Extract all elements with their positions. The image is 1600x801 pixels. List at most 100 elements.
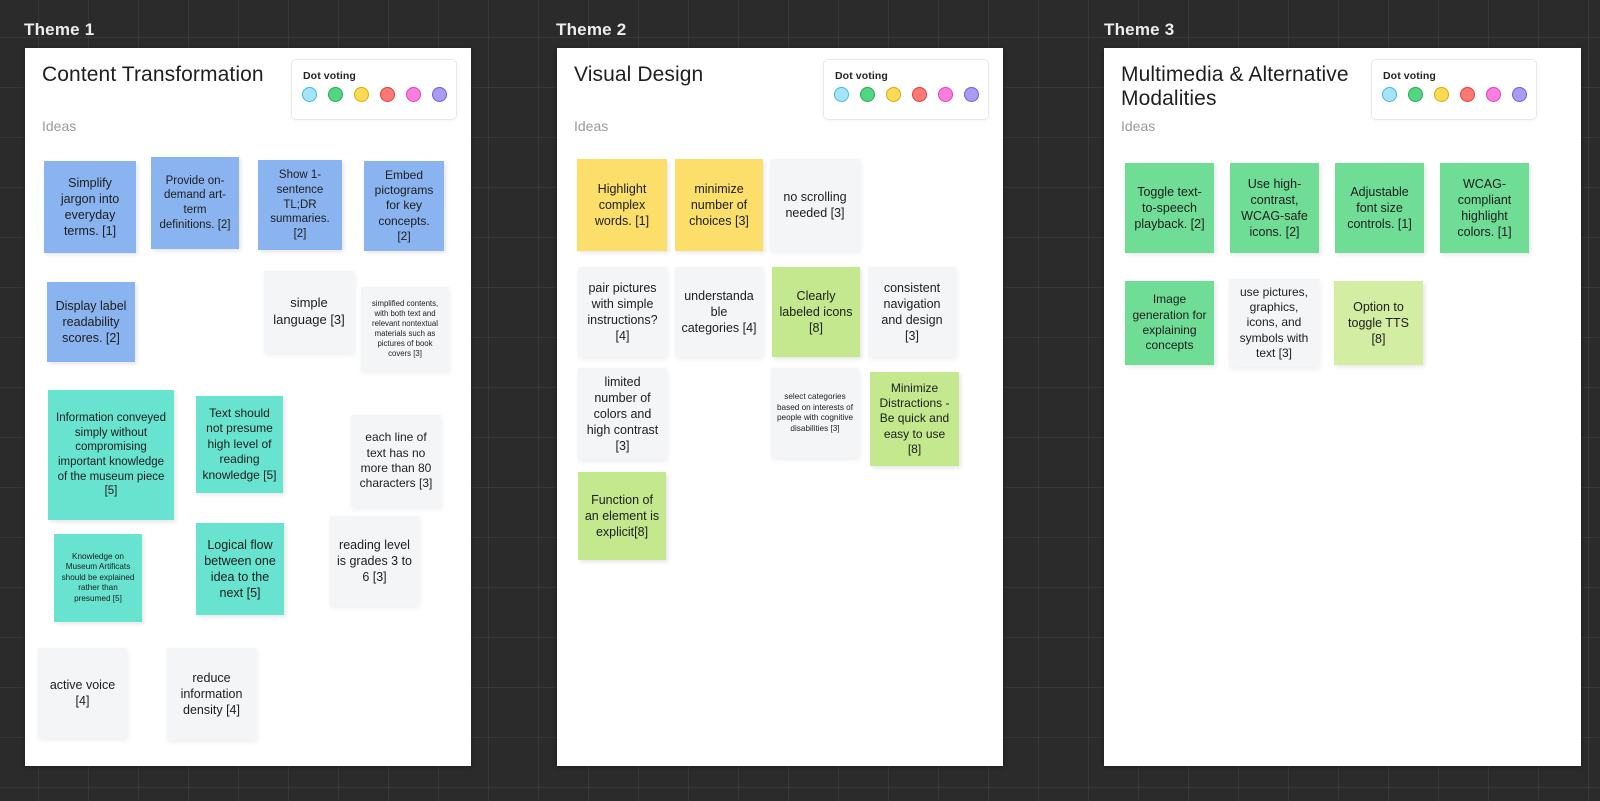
sticky-note[interactable]: minimize number of choices [3] bbox=[675, 159, 763, 251]
sticky-note[interactable]: no scrolling needed [3] bbox=[770, 159, 860, 251]
dot-blue[interactable] bbox=[302, 87, 317, 102]
sticky-note-text: Text should not presume high level of re… bbox=[202, 406, 277, 482]
dot-yellow[interactable] bbox=[886, 87, 901, 102]
sticky-note[interactable]: Use high-contrast, WCAG-safe icons. [2] bbox=[1230, 163, 1319, 253]
sticky-note-text: each line of text has no more than 80 ch… bbox=[359, 430, 433, 491]
panel-title-1: Content Transformation bbox=[42, 63, 264, 86]
dot-pink[interactable] bbox=[406, 87, 421, 102]
sticky-note[interactable]: Embed pictograms for key concepts. [2] bbox=[364, 161, 444, 251]
sticky-note-text: consistent navigation and design [3] bbox=[881, 281, 943, 343]
sticky-note-text: reduce information density [4] bbox=[180, 671, 243, 717]
dot-yellow[interactable] bbox=[354, 87, 369, 102]
dot-voting-swatches bbox=[834, 87, 979, 102]
frame-title-1[interactable]: Theme 1 bbox=[24, 20, 95, 39]
sticky-note[interactable]: Highlight complex words. [1] bbox=[577, 159, 667, 251]
sticky-note-text: pair pictures with simple instructions? … bbox=[587, 281, 658, 343]
dot-voting-widget-3[interactable]: Dot voting bbox=[1371, 59, 1537, 120]
sticky-note-text: Image generation for explaining concepts bbox=[1132, 292, 1207, 353]
sticky-note[interactable]: use pictures, graphics, icons, and symbo… bbox=[1229, 279, 1319, 367]
sticky-note[interactable]: reading level is grades 3 to 6 [3] bbox=[330, 516, 419, 606]
sticky-note[interactable]: Image generation for explaining concepts bbox=[1125, 281, 1214, 365]
dot-red[interactable] bbox=[912, 87, 927, 102]
sticky-note-text: minimize number of choices [3] bbox=[689, 182, 749, 228]
sticky-note[interactable]: reduce information density [4] bbox=[167, 648, 256, 740]
sticky-note-text: use pictures, graphics, icons, and symbo… bbox=[1239, 284, 1309, 361]
dot-blue[interactable] bbox=[834, 87, 849, 102]
sticky-note-text: Logical flow between one idea to the nex… bbox=[204, 538, 276, 600]
dot-pink[interactable] bbox=[938, 87, 953, 102]
sticky-note[interactable]: WCAG-compliant highlight colors. [1] bbox=[1440, 163, 1529, 253]
sticky-note-text: select categories based on interests of … bbox=[777, 392, 854, 433]
dot-voting-widget-1[interactable]: Dot voting bbox=[291, 59, 457, 120]
sticky-note[interactable]: Option to toggle TTS [8] bbox=[1334, 281, 1423, 365]
theme-panel-3[interactable] bbox=[1104, 48, 1581, 766]
sticky-note[interactable]: Toggle text-to-speech playback. [2] bbox=[1125, 163, 1214, 253]
sticky-note[interactable]: select categories based on interests of … bbox=[771, 368, 859, 458]
ideas-label-3: Ideas bbox=[1121, 118, 1156, 134]
sticky-note-text: Simplify jargon into everyday terms. [1] bbox=[60, 176, 120, 238]
sticky-note-text: Provide on-demand art-term definitions. … bbox=[159, 174, 231, 231]
sticky-note-text: Adjustable font size controls. [1] bbox=[1347, 185, 1412, 231]
sticky-note[interactable]: Minimize Distractions - Be quick and eas… bbox=[870, 372, 959, 466]
sticky-note-text: simple language [3] bbox=[273, 295, 345, 327]
dot-voting-label: Dot voting bbox=[835, 70, 888, 82]
sticky-note[interactable]: Text should not presume high level of re… bbox=[196, 396, 283, 493]
sticky-note[interactable]: Logical flow between one idea to the nex… bbox=[196, 523, 284, 615]
sticky-note[interactable]: Information conveyed simply without comp… bbox=[48, 390, 174, 520]
sticky-note-text: Function of an element is explicit[8] bbox=[584, 493, 660, 539]
sticky-note[interactable]: understandable categories [4] bbox=[675, 267, 763, 357]
sticky-note-text: Information conveyed simply without comp… bbox=[56, 411, 166, 498]
sticky-note-text: limited number of colors and high contra… bbox=[586, 375, 659, 453]
sticky-note[interactable]: limited number of colors and high contra… bbox=[578, 368, 667, 460]
sticky-note[interactable]: Display label readability scores. [2] bbox=[47, 282, 135, 362]
sticky-note-text: WCAG-compliant highlight colors. [1] bbox=[1457, 177, 1512, 239]
sticky-note-text: Display label readability scores. [2] bbox=[55, 299, 127, 345]
sticky-note[interactable]: active voice [4] bbox=[38, 648, 127, 738]
dot-green[interactable] bbox=[1408, 87, 1423, 102]
dot-purple[interactable] bbox=[432, 87, 447, 102]
panel-title-2: Visual Design bbox=[574, 63, 704, 86]
dot-red[interactable] bbox=[1460, 87, 1475, 102]
dot-purple[interactable] bbox=[1512, 87, 1527, 102]
dot-voting-widget-2[interactable]: Dot voting bbox=[823, 59, 989, 120]
dot-voting-label: Dot voting bbox=[1383, 70, 1436, 82]
sticky-note-text: Knowledge on Museum Artificats should be… bbox=[61, 551, 135, 603]
sticky-note[interactable]: pair pictures with simple instructions? … bbox=[578, 267, 667, 357]
dot-green[interactable] bbox=[328, 87, 343, 102]
sticky-note-text: no scrolling needed [3] bbox=[783, 190, 847, 220]
sticky-note[interactable]: Clearly labeled icons [8] bbox=[772, 267, 860, 357]
sticky-note[interactable]: Show 1-sentence TL;DR summaries. [2] bbox=[258, 160, 342, 250]
sticky-note[interactable]: Provide on-demand art-term definitions. … bbox=[151, 157, 239, 249]
sticky-note-text: active voice [4] bbox=[49, 678, 116, 708]
sticky-note[interactable]: Function of an element is explicit[8] bbox=[578, 472, 666, 560]
dot-voting-swatches bbox=[1382, 87, 1527, 102]
sticky-note-text: understandable categories [4] bbox=[681, 289, 757, 335]
frame-title-3[interactable]: Theme 3 bbox=[1104, 20, 1175, 39]
dot-blue[interactable] bbox=[1382, 87, 1397, 102]
sticky-note-text: simplified contents, with both text and … bbox=[371, 299, 439, 358]
dot-voting-label: Dot voting bbox=[303, 70, 356, 82]
panel-title-3: Multimedia & Alternative Modalities bbox=[1121, 63, 1349, 111]
dot-red[interactable] bbox=[380, 87, 395, 102]
sticky-note[interactable]: simplified contents, with both text and … bbox=[361, 287, 449, 371]
sticky-note[interactable]: Adjustable font size controls. [1] bbox=[1335, 163, 1424, 253]
sticky-note[interactable]: simple language [3] bbox=[264, 271, 354, 353]
sticky-note[interactable]: Knowledge on Museum Artificats should be… bbox=[54, 534, 142, 622]
dot-pink[interactable] bbox=[1486, 87, 1501, 102]
sticky-note-text: Embed pictograms for key concepts. [2] bbox=[374, 167, 434, 244]
sticky-note-text: Option to toggle TTS [8] bbox=[1348, 300, 1409, 346]
dot-voting-swatches bbox=[302, 87, 447, 102]
sticky-note[interactable]: consistent navigation and design [3] bbox=[868, 267, 956, 357]
ideas-label-2: Ideas bbox=[574, 118, 609, 134]
sticky-note-text: Show 1-sentence TL;DR summaries. [2] bbox=[270, 169, 330, 241]
sticky-note[interactable]: Simplify jargon into everyday terms. [1] bbox=[44, 161, 136, 253]
dot-yellow[interactable] bbox=[1434, 87, 1449, 102]
sticky-note-text: Clearly labeled icons [8] bbox=[779, 289, 853, 335]
dot-green[interactable] bbox=[860, 87, 875, 102]
dot-purple[interactable] bbox=[964, 87, 979, 102]
frame-title-2[interactable]: Theme 2 bbox=[556, 20, 627, 39]
sticky-note-text: Use high-contrast, WCAG-safe icons. [2] bbox=[1241, 177, 1308, 239]
sticky-note[interactable]: each line of text has no more than 80 ch… bbox=[351, 415, 441, 507]
ideas-label-1: Ideas bbox=[42, 118, 77, 134]
